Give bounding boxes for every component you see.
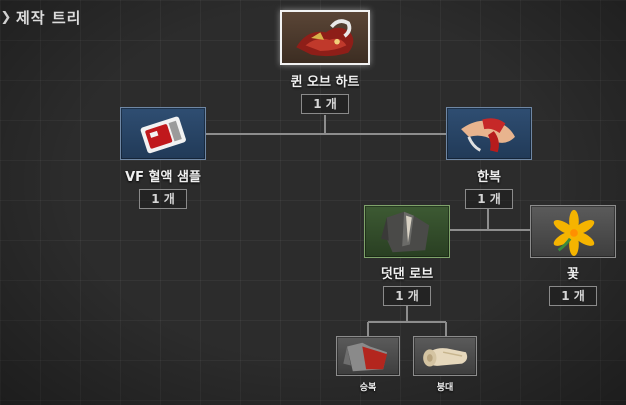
item-name-flower: 꽃 (567, 267, 579, 282)
item-name-queen-of-hearts: 퀸 오브 하트 (290, 75, 360, 90)
flower-icon (553, 209, 595, 257)
item-name-monk-robe: 승복 (359, 383, 377, 393)
panel-title: 제작 트리 (16, 8, 82, 27)
item-qty-robe: 1 개 (383, 286, 431, 306)
queen-of-hearts-icon (296, 19, 354, 57)
chevron-right-icon[interactable]: ❯ (0, 9, 12, 25)
item-card-vf-blood-sample[interactable] (120, 107, 206, 160)
item-name-vf-blood-sample: VF 혈액 샘플 (125, 170, 201, 185)
item-card-queen-of-hearts[interactable] (280, 10, 370, 65)
robe-icon (381, 211, 430, 253)
item-qty-queen-of-hearts: 1 개 (301, 94, 349, 114)
item-name-robe: 덧댄 로브 (380, 267, 434, 282)
item-card-monk-robe[interactable] (336, 336, 400, 376)
item-name-bandage: 붕대 (436, 383, 454, 393)
item-card-hanbok[interactable] (446, 107, 532, 160)
item-card-bandage[interactable] (413, 336, 477, 376)
item-card-robe[interactable] (364, 205, 450, 258)
item-card-flower[interactable] (530, 205, 616, 258)
item-name-hanbok: 한복 (477, 170, 501, 185)
monk-robe-icon (343, 342, 387, 372)
blood-sample-icon (140, 116, 186, 154)
panel-header: ❯ 제작 트리 (0, 6, 81, 28)
hanbok-icon (461, 118, 515, 153)
item-qty-vf-blood-sample: 1 개 (139, 189, 187, 209)
item-qty-hanbok: 1 개 (465, 189, 513, 209)
bandage-icon (423, 348, 468, 367)
item-qty-flower: 1 개 (549, 286, 597, 306)
